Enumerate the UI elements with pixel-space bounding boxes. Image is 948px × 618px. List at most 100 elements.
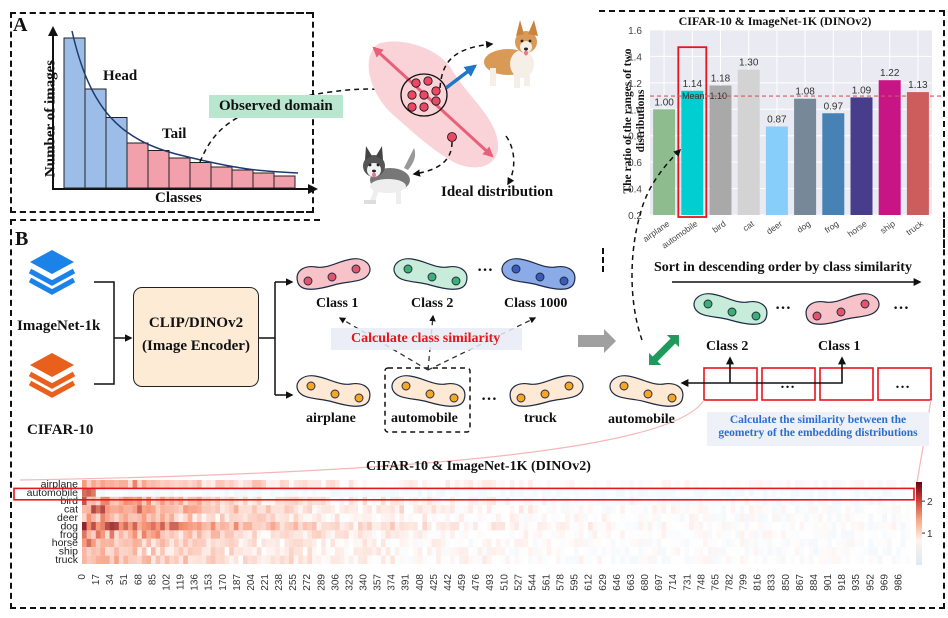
heatmap-cell <box>739 488 745 497</box>
heatmap-cell <box>238 555 244 564</box>
heatmap-x-tick: 136 <box>190 574 201 591</box>
heatmap-cell <box>523 522 529 531</box>
heatmap-cell <box>206 522 212 531</box>
cifar-class-airplane: airplane <box>306 411 356 426</box>
heatmap-cell <box>519 547 524 556</box>
heatmap-cell <box>583 496 589 506</box>
heatmap-cell <box>519 538 524 548</box>
heatmap-cell <box>781 555 787 564</box>
heatmap-cell <box>735 488 741 497</box>
heatmap-cell <box>859 496 865 506</box>
heatmap-cell <box>776 522 782 531</box>
colorbar <box>916 482 922 565</box>
heatmap-cell <box>523 530 529 539</box>
heatmap-cell <box>882 538 888 548</box>
heatmap-cell <box>542 538 547 548</box>
heatmap-cell <box>864 488 869 497</box>
heatmap-cell <box>799 538 805 548</box>
heatmap-cell <box>256 505 262 514</box>
shift-arrow <box>444 64 477 90</box>
heatmap-cell <box>243 547 248 556</box>
heatmap-cell <box>592 505 598 514</box>
heatmap-cell <box>164 488 170 497</box>
heatmap-cell <box>551 480 557 489</box>
heatmap-cell <box>491 496 497 506</box>
heatmap-cell <box>440 505 446 514</box>
data-label: 1.08 <box>795 87 815 98</box>
heatmap-cell <box>330 480 336 489</box>
heatmap-cell <box>578 538 584 548</box>
heatmap-cell <box>114 513 120 522</box>
heatmap-cell <box>174 505 179 514</box>
heatmap-cell <box>615 530 621 539</box>
heatmap-cell <box>417 538 423 548</box>
heatmap-cell <box>450 505 455 514</box>
heatmap-cell <box>298 530 304 539</box>
heatmap-cell <box>284 547 290 556</box>
heatmap-cell <box>210 555 216 564</box>
heatmap-cell <box>436 505 442 514</box>
heatmap-cell <box>629 555 635 564</box>
heatmap-cell <box>799 522 805 531</box>
heatmap-cell <box>427 555 432 564</box>
heatmap-cell <box>896 547 902 556</box>
heatmap-cell <box>187 513 193 522</box>
heatmap-cell <box>647 488 653 497</box>
class-1-label: Class 1 <box>316 296 359 311</box>
heatmap-cell <box>247 555 253 564</box>
heatmap-cell <box>404 530 409 539</box>
heatmap-cell <box>634 505 639 514</box>
heatmap-cell <box>187 480 193 489</box>
heatmap-cell <box>689 505 695 514</box>
heatmap-cell <box>385 496 391 506</box>
heatmap-cell <box>215 547 221 556</box>
heatmap-cell <box>417 555 423 564</box>
heatmap-cell <box>128 547 133 556</box>
heatmap-cell <box>643 522 649 531</box>
heatmap-cell <box>289 547 294 556</box>
data-label: 1.30 <box>739 58 759 69</box>
heatmap-cell <box>91 496 97 506</box>
heatmap-cell <box>638 496 644 506</box>
heatmap-cell <box>808 496 814 506</box>
heatmap-cell <box>703 496 708 506</box>
heatmap-cell <box>482 505 488 514</box>
heatmap-cell <box>730 530 736 539</box>
heatmap-cell <box>703 538 708 548</box>
heatmap-cell <box>818 513 823 522</box>
heatmap-cell <box>399 555 405 564</box>
heatmap-cell <box>445 480 451 489</box>
heatmap-cell <box>482 480 488 489</box>
heatmap-cell <box>620 513 626 522</box>
heatmap-cell <box>532 522 538 531</box>
heatmap-cell <box>427 480 432 489</box>
heatmap-cell <box>427 530 432 539</box>
heatmap-cell <box>174 513 179 522</box>
heatmap-cell <box>376 496 382 506</box>
heatmap-cell <box>528 530 534 539</box>
heatmap-cell <box>459 513 465 522</box>
heatmap-cell <box>864 505 869 514</box>
heatmap-cell <box>716 538 722 548</box>
heatmap-cell <box>827 547 833 556</box>
heatmap-cell <box>841 505 846 514</box>
embedding-dot <box>860 299 870 309</box>
heatmap-x-tick: 578 <box>556 574 567 591</box>
heatmap-cell <box>900 496 906 506</box>
heatmap-cell <box>339 480 345 489</box>
heatmap-cell <box>358 488 363 497</box>
heatmap-cell <box>882 555 888 564</box>
heatmap-cell <box>201 488 207 497</box>
heatmap-cell <box>532 513 538 522</box>
heatmap-cell <box>160 555 166 564</box>
heatmap-cell <box>394 488 400 497</box>
heatmap-cell <box>776 488 782 497</box>
heatmap-cell <box>698 547 704 556</box>
heatmap-cell <box>137 522 143 531</box>
heatmap-cell <box>868 538 874 548</box>
heatmap-cell <box>151 496 156 506</box>
heatmap-cell <box>404 522 409 531</box>
heatmap-cell <box>574 530 580 539</box>
heatmap-cell <box>578 555 584 564</box>
